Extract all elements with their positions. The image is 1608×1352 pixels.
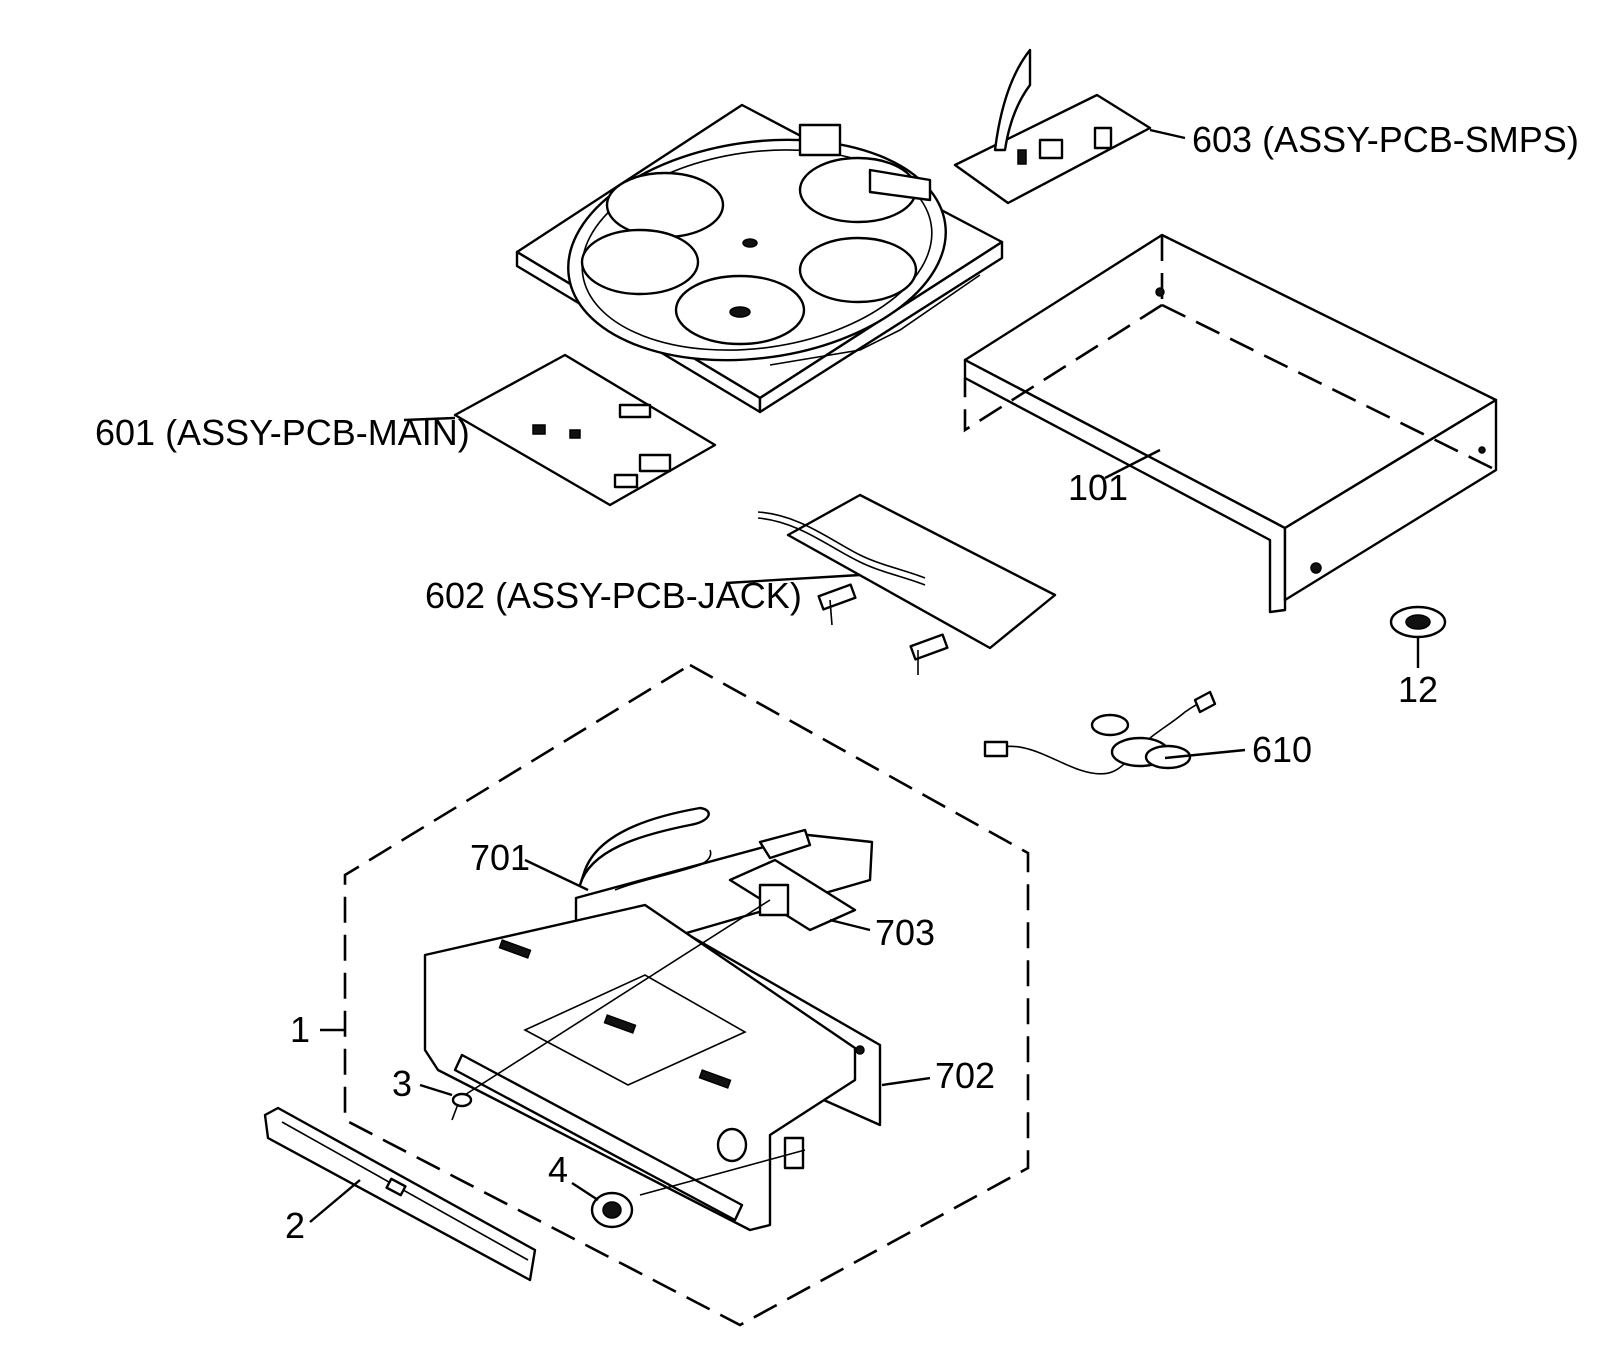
- disc-changer-mechanism: [515, 103, 1004, 414]
- door-strip: [263, 1106, 537, 1282]
- leader-702: [881, 1076, 931, 1087]
- leader-2: [309, 1179, 361, 1223]
- foot: [1389, 605, 1447, 639]
- label-2: 2: [285, 1205, 305, 1246]
- leader-610: [1164, 748, 1246, 760]
- leader-701: [524, 858, 589, 892]
- label-1: 1: [290, 1009, 310, 1050]
- knob-axis-line: [639, 1149, 806, 1196]
- label-603: 603 (ASSY-PCB-SMPS): [1192, 119, 1579, 160]
- screw: [451, 1092, 473, 1121]
- leader-601: [403, 416, 456, 422]
- screw-axis-line: [459, 899, 771, 1099]
- front-panel: [423, 903, 857, 1232]
- label-601: 601 (ASSY-PCB-MAIN): [95, 412, 470, 453]
- leader-603: [1149, 128, 1186, 140]
- smps-pcb: [953, 48, 1152, 205]
- front-assembly-boundary: [343, 663, 1030, 1327]
- label-602: 602 (ASSY-PCB-JACK): [425, 575, 802, 616]
- label-702: 702: [935, 1055, 995, 1096]
- power-cord: [983, 690, 1217, 775]
- knob: [590, 1191, 634, 1229]
- label-610: 610: [1252, 729, 1312, 770]
- leader-4: [571, 1181, 599, 1202]
- leader-101: [1104, 448, 1161, 480]
- label-12: 12: [1398, 669, 1438, 710]
- label-3: 3: [392, 1063, 412, 1104]
- leader-3: [419, 1083, 453, 1097]
- label-701: 701: [470, 837, 530, 878]
- label-101: 101: [1068, 467, 1128, 508]
- label-4: 4: [548, 1149, 568, 1190]
- cabinet-cover: [963, 233, 1498, 614]
- main-pcb: [453, 353, 717, 507]
- leader-703: [829, 918, 871, 932]
- jack-pcb: [757, 493, 1057, 675]
- label-703: 703: [875, 912, 935, 953]
- leader-602: [725, 573, 861, 585]
